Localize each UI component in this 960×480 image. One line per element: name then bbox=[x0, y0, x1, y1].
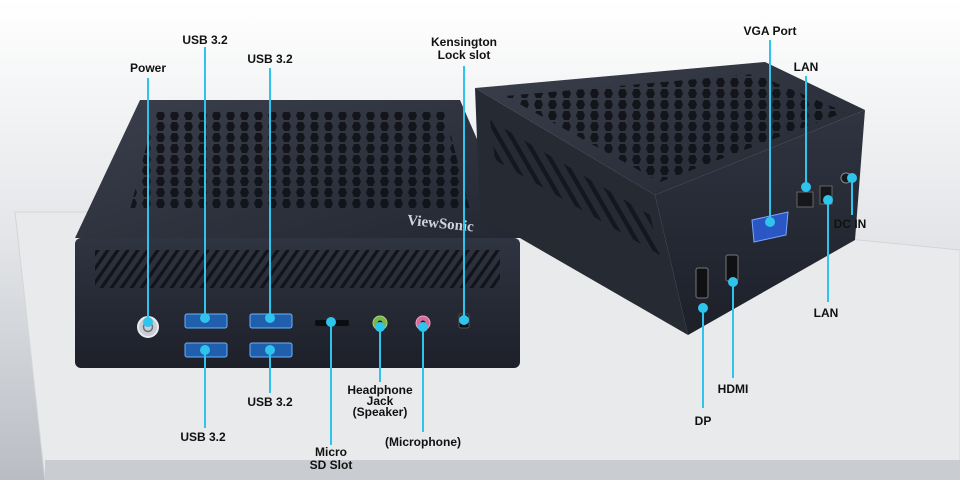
label-headphone-jack: Headphone Jack (Speaker) bbox=[335, 383, 425, 419]
label-usb-bottom-left: USB 3.2 bbox=[180, 430, 226, 444]
label-headphone-line3: (Speaker) bbox=[352, 405, 408, 419]
displayport-port[interactable] bbox=[695, 267, 709, 299]
label-vga-port: VGA Port bbox=[743, 24, 797, 38]
label-lan-top: LAN bbox=[793, 60, 819, 74]
hdmi-port[interactable] bbox=[725, 254, 739, 282]
label-dp: DP bbox=[694, 414, 712, 428]
label-headphone-line2: Jack bbox=[366, 394, 394, 408]
label-micro-sd-line2: SD Slot bbox=[309, 458, 353, 472]
side-vent-strip bbox=[490, 120, 660, 255]
right-unit-top-vents bbox=[505, 74, 845, 182]
label-micro-sd-line1: Micro bbox=[314, 445, 347, 459]
mini-pc-rear-unit bbox=[475, 62, 865, 335]
brand-logo: ViewSonic bbox=[406, 213, 475, 236]
label-usb-top-right: USB 3.2 bbox=[247, 52, 293, 66]
label-dc-in: DC IN bbox=[833, 217, 867, 231]
platform-edge bbox=[45, 460, 960, 480]
label-headphone-line1: Headphone bbox=[347, 383, 413, 397]
mini-pc-front-unit: ViewSonic bbox=[75, 100, 520, 368]
label-micro-sd: Micro SD Slot bbox=[296, 446, 366, 472]
label-kensington-line2: Lock slot bbox=[437, 48, 491, 62]
label-kensington: Kensington Lock slot bbox=[419, 36, 509, 62]
front-vent-strip bbox=[95, 250, 500, 288]
label-usb-top-left: USB 3.2 bbox=[182, 33, 228, 47]
lan-port-top[interactable] bbox=[796, 191, 814, 208]
label-kensington-line1: Kensington bbox=[431, 35, 497, 49]
left-unit-top-vents bbox=[130, 112, 470, 210]
label-usb-bottom-right: USB 3.2 bbox=[247, 395, 293, 409]
label-lan-bottom: LAN bbox=[813, 306, 839, 320]
label-microphone: (Microphone) bbox=[385, 435, 461, 449]
label-power: Power bbox=[129, 61, 166, 75]
callout-lines bbox=[143, 40, 857, 445]
label-hdmi: HDMI bbox=[717, 382, 749, 396]
